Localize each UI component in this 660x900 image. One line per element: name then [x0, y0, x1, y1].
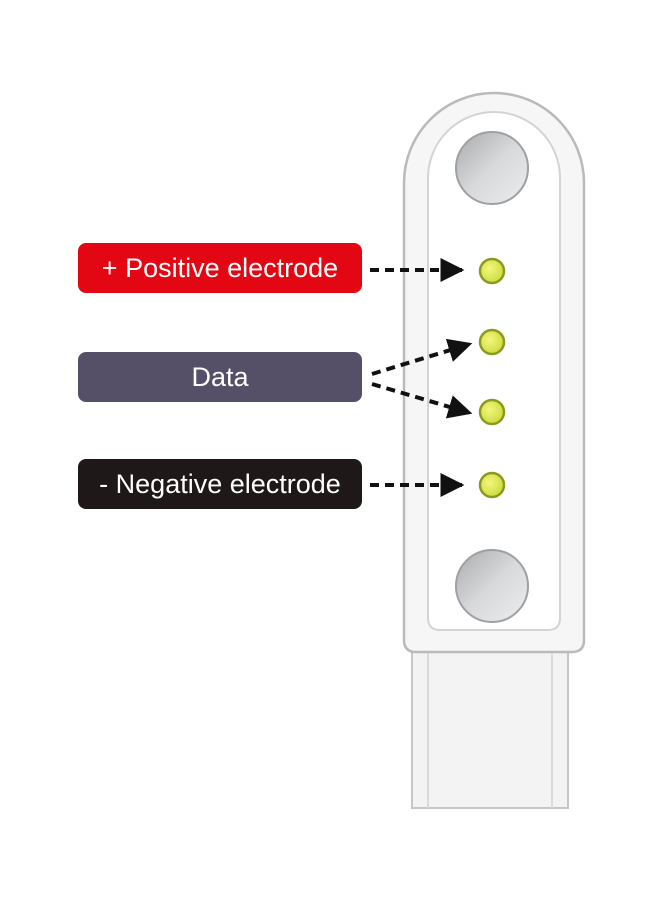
connector	[402, 91, 586, 809]
magnet-top	[455, 131, 529, 205]
magnet-bottom	[455, 549, 529, 623]
pin-positive	[478, 257, 506, 285]
connector-face	[427, 110, 561, 631]
negative-electrode-label: - Negative electrode	[78, 459, 362, 509]
pin-negative	[478, 471, 506, 499]
positive-electrode-label: + Positive electrode	[78, 243, 362, 293]
pin-data-2	[478, 398, 506, 426]
pin-data-1	[478, 328, 506, 356]
arrow-data-2	[371, 382, 473, 419]
arrow-data-1	[371, 338, 473, 376]
data-label: Data	[78, 352, 362, 402]
pins	[478, 257, 506, 499]
arrows	[370, 258, 473, 497]
